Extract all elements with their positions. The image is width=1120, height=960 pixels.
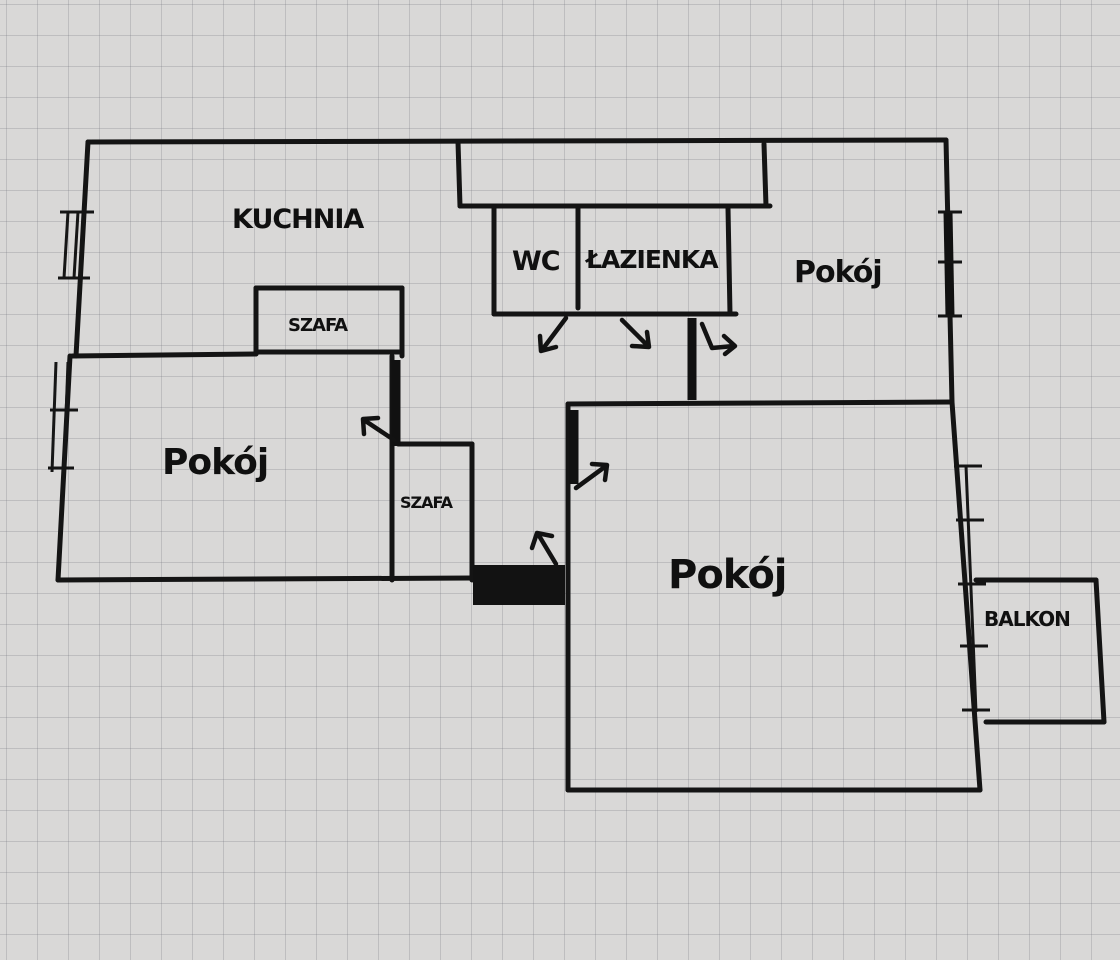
door-arrow-right-room	[699, 321, 738, 357]
label-balcony: BALKON	[984, 607, 1070, 631]
label-wardrobe-top: SZAFA	[288, 315, 348, 336]
label-room-main: Pokój	[668, 552, 787, 598]
door-arrow-main-room	[573, 461, 610, 491]
label-wc: WC	[512, 246, 560, 277]
door-arrow-hall	[529, 530, 559, 567]
door-arrow-bathroom	[619, 317, 652, 350]
label-wardrobe-side: SZAFA	[400, 493, 454, 512]
label-kitchen: KUCHNIA	[232, 204, 364, 235]
room-labels: KUCHNIA WC ŁAZIENKA Pokój SZAFA Pokój SZ…	[162, 204, 1071, 631]
label-bathroom: ŁAZIENKA	[584, 245, 719, 274]
door-arrow-wc	[537, 315, 569, 354]
door-arrows	[360, 315, 738, 567]
window-main-room	[954, 464, 990, 713]
door-arrow-left-room	[360, 415, 397, 443]
balcony	[973, 577, 1107, 725]
outer-walls	[55, 137, 983, 793]
window-kitchen	[58, 210, 94, 280]
window-left-room	[48, 361, 78, 473]
label-room-top-right: Pokój	[794, 255, 882, 290]
window-top-right-room	[938, 210, 962, 318]
inner-walls	[69, 139, 955, 605]
windows	[48, 210, 990, 713]
label-room-left: Pokój	[162, 442, 268, 483]
